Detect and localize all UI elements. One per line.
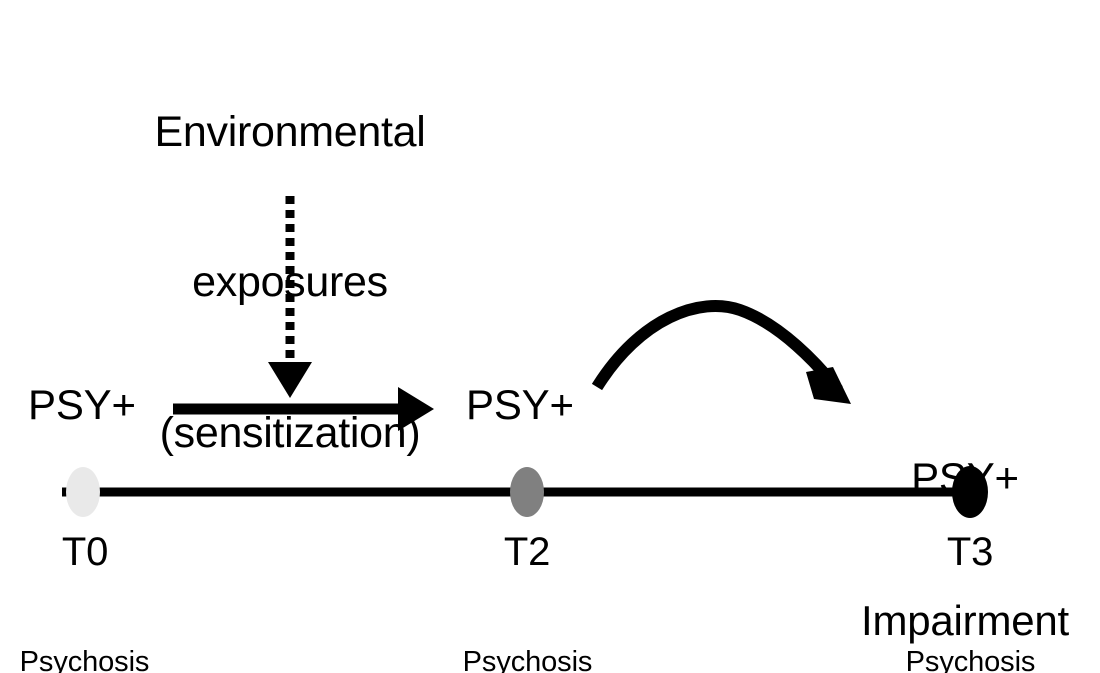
stage-label-t0: Psychosis proneness bbox=[0, 578, 197, 673]
impairment-arrow-shaft bbox=[591, 300, 843, 394]
exposure-arrow bbox=[268, 196, 312, 398]
environmental-exposures-label: Environmental exposures (sensitization) bbox=[90, 6, 490, 559]
exposure-label-line2: exposures bbox=[192, 258, 388, 307]
psy-label-t3: PSY+ Impairment bbox=[840, 358, 1090, 673]
exposure-label-line3: (sensitization) bbox=[159, 409, 421, 458]
psy-label-t0: PSY+ bbox=[28, 381, 136, 428]
exposure-arrow-head bbox=[268, 362, 312, 398]
tick-label-t0: T0 bbox=[61, 530, 109, 574]
psy-label-t2: PSY+ bbox=[466, 381, 574, 428]
timeline-marker-t0 bbox=[66, 467, 100, 517]
impairment-arrow-head bbox=[806, 367, 851, 404]
psy-label-t3-line2: Impairment bbox=[860, 597, 1070, 645]
stage-label-t2: Psychosis persistence bbox=[415, 578, 640, 673]
stage-label-t0-line1: Psychosis bbox=[19, 645, 150, 673]
progression-arrow bbox=[173, 387, 434, 431]
tick-label-t3: T3 bbox=[946, 530, 994, 574]
timeline-marker-t2 bbox=[510, 467, 544, 517]
tick-label-t2: T2 bbox=[503, 530, 551, 574]
timeline-marker-t3 bbox=[952, 466, 988, 518]
stage-label-t3: Psychosis impairment bbox=[858, 578, 1083, 673]
impairment-arrow bbox=[591, 300, 851, 404]
stage-label-t3-line1: Psychosis bbox=[905, 645, 1036, 673]
exposure-label-line1: Environmental bbox=[154, 107, 426, 156]
stage-label-t2-line1: Psychosis bbox=[462, 645, 593, 673]
progression-arrow-head bbox=[398, 387, 434, 431]
psy-label-t3-line1: PSY+ bbox=[911, 453, 1019, 501]
